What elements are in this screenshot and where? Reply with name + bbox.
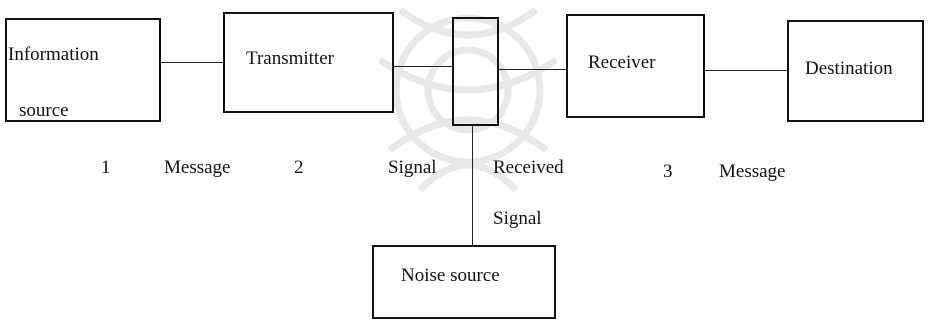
transmitter-box: Transmitter xyxy=(223,12,394,113)
information-source-box: Information source xyxy=(5,18,161,122)
connector-noise-channel xyxy=(472,125,473,245)
label-num-3: 3 xyxy=(663,161,673,182)
label-num-2: 2 xyxy=(294,157,304,178)
noise-source-label: Noise source xyxy=(401,265,500,286)
receiver-box: Receiver xyxy=(566,14,705,118)
information-source-label-line2: source xyxy=(19,100,69,121)
destination-box: Destination xyxy=(787,20,924,122)
connector-channel-receiver xyxy=(499,69,566,70)
receiver-label: Receiver xyxy=(588,52,656,73)
connector-source-transmitter xyxy=(161,62,223,63)
noise-source-box: Noise source xyxy=(372,245,556,319)
channel-box xyxy=(452,17,499,126)
label-signal: Signal xyxy=(388,157,437,178)
label-message-1: Message xyxy=(164,157,231,178)
connector-transmitter-channel xyxy=(394,66,452,67)
label-message-2: Message xyxy=(719,161,786,182)
label-signal-2: Signal xyxy=(493,208,542,229)
transmitter-label: Transmitter xyxy=(246,48,334,69)
connector-receiver-destination xyxy=(705,70,787,71)
label-received: Received xyxy=(493,157,564,178)
destination-label: Destination xyxy=(805,58,893,79)
information-source-label-line1: Information xyxy=(8,44,99,65)
label-num-1: 1 xyxy=(101,157,111,178)
